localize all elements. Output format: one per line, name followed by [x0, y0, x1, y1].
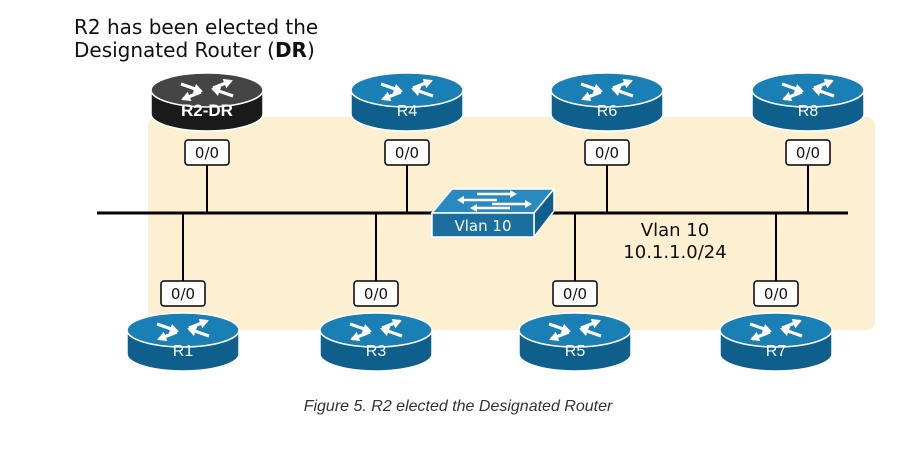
svg-text:0/0: 0/0 [764, 285, 788, 303]
svg-text:0/0: 0/0 [563, 285, 587, 303]
segment-vlan: Vlan 10 [640, 220, 710, 241]
router-icon [319, 312, 433, 348]
interface-label: 0/0 [753, 280, 799, 307]
router-name: R1 [173, 343, 194, 360]
router-r8[interactable]: R8 [751, 72, 865, 132]
interface-label: 0/0 [785, 139, 831, 166]
router-icon [350, 72, 464, 108]
heading-line-2: Designated Router (DR) [74, 38, 315, 62]
router-icon [550, 72, 664, 108]
router-name: R6 [597, 103, 618, 120]
switch-label: Vlan 10 [455, 217, 512, 235]
heading-line-1: R2 has been elected the [74, 15, 319, 39]
router-icon [751, 72, 865, 108]
router-name: R3 [366, 343, 387, 360]
router-r6[interactable]: R6 [550, 72, 664, 132]
router-r2-dr[interactable]: R2-DR [150, 72, 264, 132]
router-icon [719, 312, 833, 348]
interface-label: 0/0 [552, 280, 598, 307]
router-r5[interactable]: R5 [518, 312, 632, 372]
interface-label: 0/0 [384, 139, 430, 166]
router-name: R8 [798, 103, 819, 120]
router-icon [126, 312, 240, 348]
dr-emphasis: DR [274, 38, 307, 62]
router-icon [518, 312, 632, 348]
router-name: R4 [397, 103, 418, 120]
router-r1[interactable]: R1 [126, 312, 240, 372]
router-r3[interactable]: R3 [319, 312, 433, 372]
svg-text:0/0: 0/0 [171, 285, 195, 303]
switch-vlan-10[interactable]: Vlan 10 [430, 186, 556, 240]
router-r7[interactable]: R7 [719, 312, 833, 372]
segment-label: Vlan 10 10.1.1.0/24 [600, 220, 750, 264]
router-name: R7 [766, 343, 787, 360]
svg-text:0/0: 0/0 [195, 144, 219, 162]
router-icon [150, 72, 264, 108]
router-name: R2-DR [181, 101, 233, 120]
svg-text:0/0: 0/0 [395, 144, 419, 162]
heading: R2 has been elected the Designated Route… [74, 16, 318, 62]
segment-subnet: 10.1.1.0/24 [623, 242, 727, 263]
interface-label: 0/0 [160, 280, 206, 307]
router-name: R5 [565, 343, 586, 360]
router-r4[interactable]: R4 [350, 72, 464, 132]
interface-label: 0/0 [184, 139, 230, 166]
interface-label: 0/0 [353, 280, 399, 307]
svg-text:0/0: 0/0 [595, 144, 619, 162]
figure-caption: Figure 5. R2 elected the Designated Rout… [303, 398, 613, 415]
svg-text:0/0: 0/0 [364, 285, 388, 303]
svg-text:0/0: 0/0 [796, 144, 820, 162]
interface-label: 0/0 [584, 139, 630, 166]
